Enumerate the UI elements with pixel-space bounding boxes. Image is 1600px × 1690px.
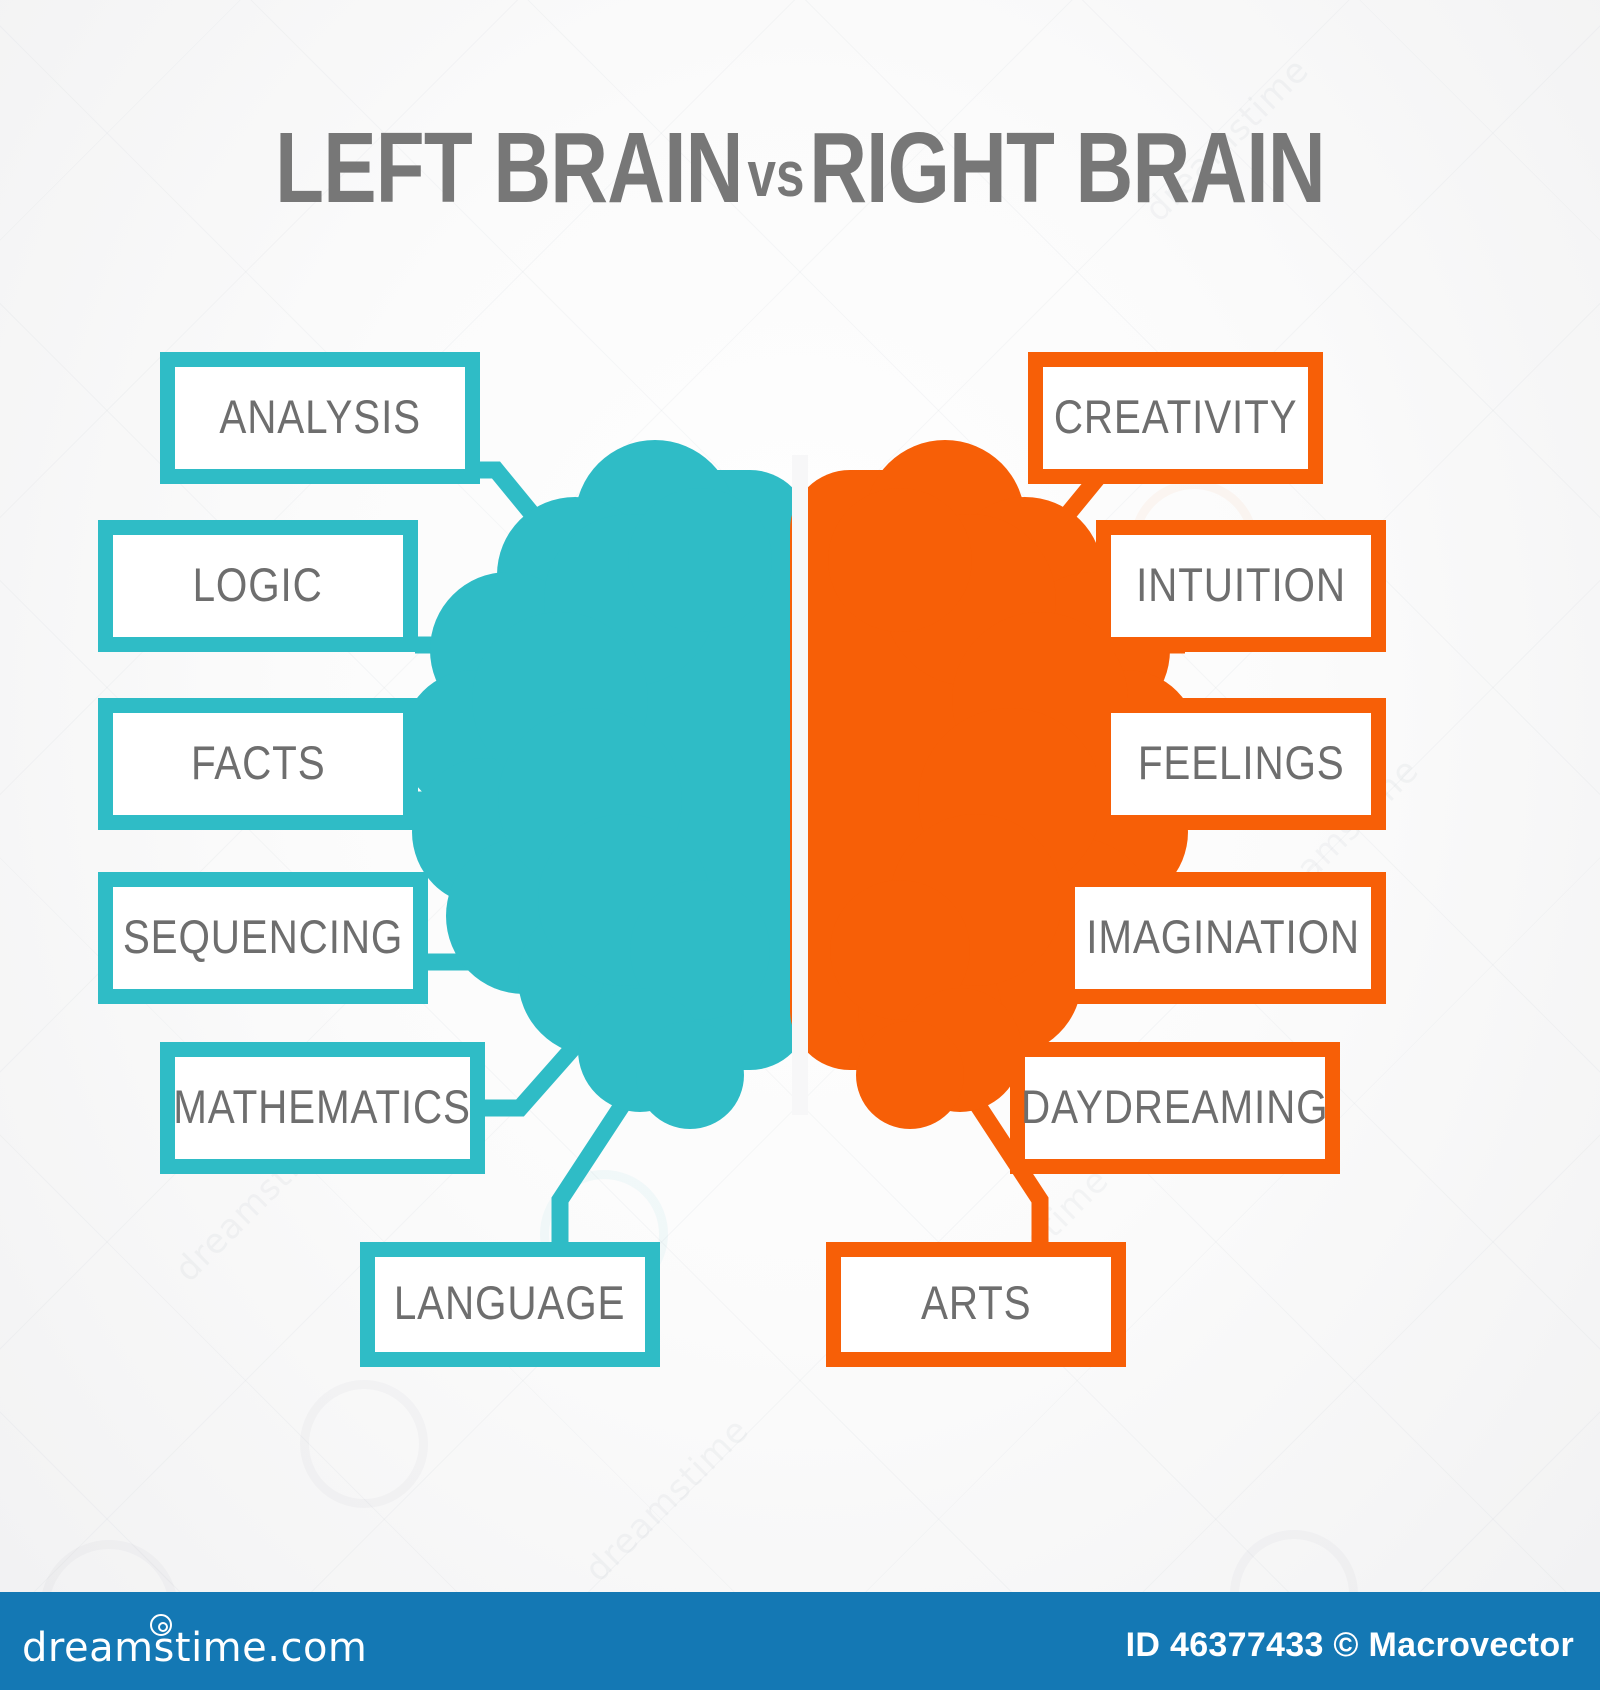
- label-box-mathematics[interactable]: MATHEMATICS: [160, 1042, 485, 1174]
- left-hemisphere: [402, 440, 810, 1129]
- label-box-facts[interactable]: FACTS: [98, 698, 418, 830]
- label-text: SEQUENCING: [122, 909, 404, 963]
- label-box-language[interactable]: LANGUAGE: [360, 1242, 660, 1367]
- title-vs-part: vs: [747, 138, 805, 210]
- label-text: ARTS: [920, 1276, 1032, 1329]
- image-credit: ID 46377433 © Macrovector: [1125, 1626, 1574, 1664]
- label-box-arts[interactable]: ARTS: [826, 1242, 1126, 1367]
- label-box-creativity[interactable]: CREATIVITY: [1028, 352, 1323, 484]
- hemisphere-divider: [792, 455, 808, 1115]
- label-text: FEELINGS: [1137, 735, 1345, 789]
- label-box-logic[interactable]: LOGIC: [98, 520, 418, 652]
- label-box-analysis[interactable]: ANALYSIS: [160, 352, 480, 484]
- label-box-feelings[interactable]: FEELINGS: [1096, 698, 1386, 830]
- label-box-imagination[interactable]: IMAGINATION: [1060, 872, 1386, 1004]
- label-text: LANGUAGE: [394, 1276, 626, 1329]
- footer-bar: dreamstime.com ID 46377433 © Macrovector: [0, 1592, 1600, 1690]
- label-box-intuition[interactable]: INTUITION: [1096, 520, 1386, 652]
- label-text: ANALYSIS: [219, 389, 421, 443]
- page-title: LEFT BRAINvsRIGHT BRAIN: [160, 118, 1440, 218]
- label-text: LOGIC: [192, 557, 324, 611]
- title-left-part: LEFT BRAIN: [275, 112, 743, 224]
- dreamstime-logo[interactable]: dreamstime.com: [22, 1625, 368, 1671]
- registered-mark-icon: [150, 1614, 172, 1636]
- label-text: INTUITION: [1136, 557, 1346, 611]
- label-box-sequencing[interactable]: SEQUENCING: [98, 872, 428, 1004]
- label-text: MATHEMATICS: [173, 1079, 472, 1133]
- label-text: FACTS: [190, 735, 326, 789]
- label-text: IMAGINATION: [1086, 909, 1360, 963]
- title-right-part: RIGHT BRAIN: [809, 112, 1325, 224]
- label-text: CREATIVITY: [1053, 389, 1298, 443]
- right-hemisphere: [790, 440, 1198, 1129]
- label-box-daydreaming[interactable]: DAYDREAMING: [1010, 1042, 1340, 1174]
- label-text: DAYDREAMING: [1021, 1079, 1329, 1133]
